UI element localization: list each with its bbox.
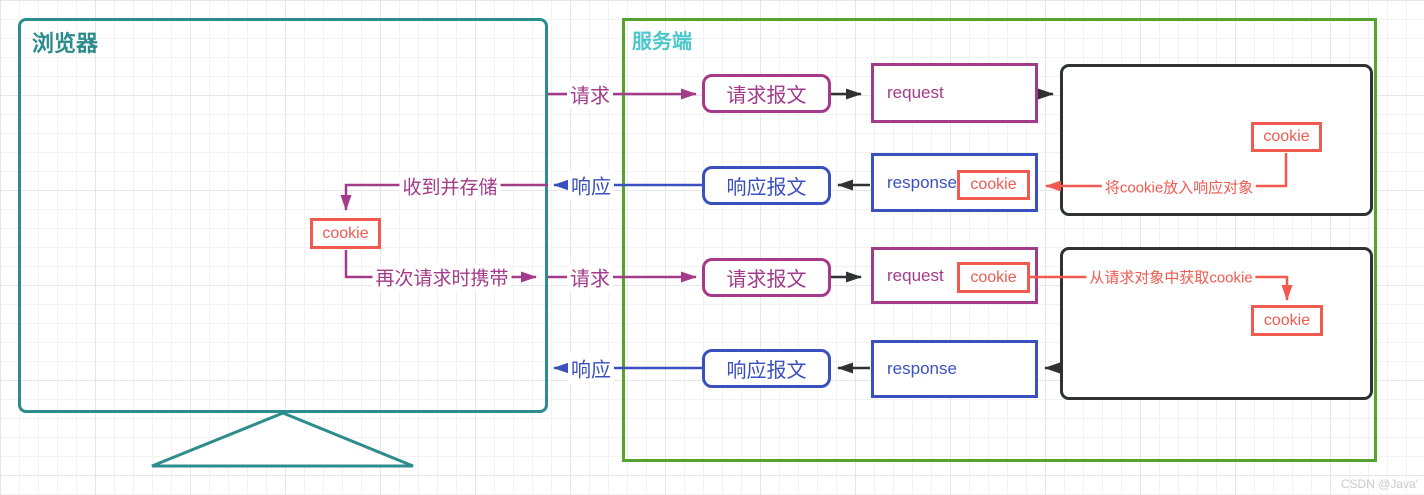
watermark: CSDN @Java': [1340, 477, 1418, 491]
edge-label-request-3: 请求: [567, 262, 613, 292]
response-message-box-2: 响应报文: [702, 166, 831, 205]
server-cookie-label-1: cookie: [1263, 128, 1310, 145]
server-cookie-box-1: cookie: [1251, 122, 1322, 152]
response-message-label-4: 响应报文: [726, 360, 807, 382]
response-object-label-4: response: [887, 359, 957, 378]
request-object-box-1: request: [871, 63, 1038, 123]
browser-title: 浏览器: [32, 31, 99, 56]
browser-box: [18, 18, 548, 413]
request-message-box-3: 请求报文: [702, 258, 831, 297]
response-cookie-label-2: cookie: [970, 176, 1017, 193]
edge-label-response-4: 响应: [568, 353, 614, 383]
edge-label-request-1: 请求: [567, 79, 613, 109]
response-object-box-2: response cookie: [871, 153, 1038, 212]
request-object-label-1: request: [887, 83, 944, 102]
response-object-label-2: response: [887, 172, 957, 192]
browser-cookie-box: cookie: [310, 218, 381, 249]
server-box: [622, 18, 1377, 462]
request-cookie-box-3: cookie: [957, 262, 1030, 293]
note-resend-label: 再次请求时携带: [372, 263, 512, 291]
request-message-label-3: 请求报文: [726, 269, 807, 291]
server-title: 服务端: [632, 31, 692, 53]
request-object-box-3: request cookie: [871, 247, 1038, 304]
request-message-box-1: 请求报文: [702, 74, 831, 113]
note-put-cookie-label: 将cookie放入响应对象: [1101, 176, 1257, 198]
monitor-stand-triangle: [151, 411, 414, 468]
edge-label-response-2: 响应: [568, 170, 614, 200]
response-object-box-4: response: [871, 340, 1038, 398]
request-message-label-1: 请求报文: [726, 85, 807, 107]
request-object-label-3: request: [887, 265, 944, 285]
server-cookie-box-2: cookie: [1251, 305, 1323, 336]
note-store-label: 收到并存储: [399, 172, 501, 200]
response-message-box-4: 响应报文: [702, 349, 831, 388]
response-cookie-box-2: cookie: [957, 170, 1030, 200]
note-get-cookie-label: 从请求对象中获取cookie: [1086, 266, 1256, 288]
browser-cookie-label: cookie: [322, 224, 369, 242]
request-cookie-label-3: cookie: [970, 268, 1017, 286]
response-message-label-2: 响应报文: [726, 177, 807, 199]
server-cookie-label-2: cookie: [1263, 311, 1311, 329]
